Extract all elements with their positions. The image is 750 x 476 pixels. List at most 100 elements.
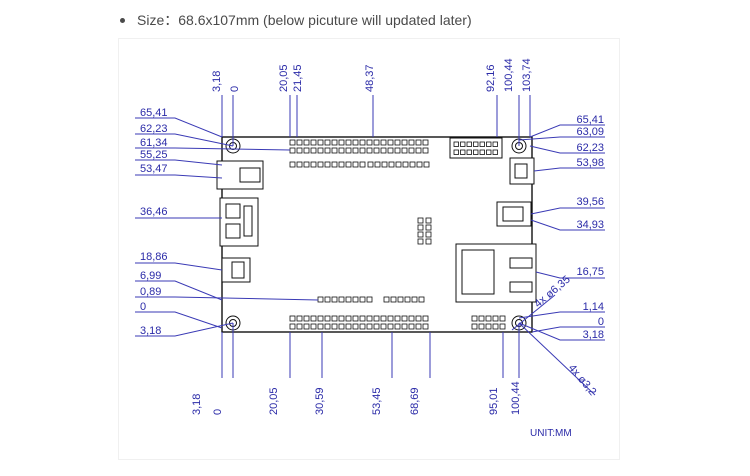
drawing-frame — [118, 38, 620, 460]
left-dimension-label: 0 — [140, 301, 146, 313]
bottom-dimension-label: 20,05 — [268, 387, 280, 415]
header-pin — [466, 141, 472, 147]
header-pin — [366, 323, 373, 330]
bottom-dimension-label: 30,59 — [314, 387, 326, 415]
header-pin — [359, 161, 366, 168]
header-pin — [380, 147, 387, 154]
header-pin — [289, 315, 296, 322]
header-pin — [317, 296, 324, 303]
header-pin — [296, 147, 303, 154]
right-dimension-label: 0 — [598, 316, 604, 328]
top-dimension-label: 20,05 — [278, 64, 290, 92]
right-dimension-label: 53,98 — [576, 157, 604, 169]
header-pin — [310, 323, 317, 330]
header-pin — [296, 315, 303, 322]
header-top-single-a — [289, 161, 366, 168]
header-pin — [471, 323, 478, 330]
header-pin — [352, 147, 359, 154]
header-pin — [352, 315, 359, 322]
header-pin — [479, 149, 485, 155]
bottom-dimension-label: 3,18 — [191, 394, 203, 415]
header-pin — [331, 323, 338, 330]
right-dimension-label: 3,18 — [583, 329, 604, 341]
left-dimension-label: 0,89 — [140, 286, 161, 298]
header-pin — [425, 231, 432, 238]
header-pin — [394, 323, 401, 330]
header-pin — [338, 315, 345, 322]
header-pin — [499, 315, 506, 322]
header-pin — [415, 147, 422, 154]
header-pin — [310, 161, 317, 168]
header-pin — [422, 147, 429, 154]
header-pin — [388, 161, 395, 168]
header-pin — [387, 315, 394, 322]
header-pin — [303, 315, 310, 322]
top-dimension-label: 21,45 — [292, 64, 304, 92]
header-pin — [310, 139, 317, 146]
size-separator: ： — [164, 12, 179, 28]
bottom-header-2x20 — [289, 315, 429, 330]
header-pin — [296, 139, 303, 146]
header-pin — [303, 323, 310, 330]
audio-jack — [216, 160, 264, 190]
header-pin — [373, 323, 380, 330]
header-pin — [359, 315, 366, 322]
header-pin — [492, 149, 498, 155]
top-dimension-label: 3,18 — [211, 71, 223, 92]
header-pin — [338, 139, 345, 146]
right-connector-mid — [496, 201, 532, 227]
header-pin — [471, 315, 478, 322]
right-dimension-label: 65,41 — [576, 114, 604, 126]
header-pin — [394, 139, 401, 146]
header-pin — [479, 141, 485, 147]
header-pin — [331, 147, 338, 154]
header-pin — [417, 224, 424, 231]
right-dimension-label: 1,14 — [583, 301, 604, 313]
header-pin — [345, 323, 352, 330]
header-pin — [317, 323, 324, 330]
bottom-header-single-b — [383, 296, 425, 303]
header-top-single-b — [367, 161, 430, 168]
hole-callout-large: 4x ø6,35 — [532, 274, 573, 311]
header-pin — [338, 161, 345, 168]
header-pin — [345, 139, 352, 146]
header-pin — [460, 149, 466, 155]
header-pin — [408, 315, 415, 322]
center-header — [417, 217, 432, 245]
header-pin — [417, 238, 424, 245]
header-pin — [486, 149, 492, 155]
header-pin — [338, 323, 345, 330]
header-pin — [366, 139, 373, 146]
bullet-icon — [120, 17, 125, 23]
micro-usb-connector — [221, 257, 251, 283]
header-pin — [425, 224, 432, 231]
header-pin — [492, 323, 499, 330]
header-pin — [478, 315, 485, 322]
header-pin — [401, 323, 408, 330]
header-top-2x20 — [289, 139, 429, 154]
header-pin — [345, 147, 352, 154]
header-pin — [417, 217, 424, 224]
header-pin — [296, 161, 303, 168]
left-dimension-label: 55,25 — [140, 149, 168, 161]
header-pin — [310, 147, 317, 154]
header-pin — [352, 161, 359, 168]
header-pin — [317, 147, 324, 154]
header-pin — [359, 147, 366, 154]
left-dimension-labels: 65,4162,2361,3455,2553,4736,4618,866,990… — [140, 107, 168, 337]
header-pin — [324, 315, 331, 322]
header-pin — [423, 161, 430, 168]
bottom-dimension-label: 53,45 — [371, 387, 383, 415]
header-pin — [381, 161, 388, 168]
header-pin — [366, 147, 373, 154]
size-text: 68.6x107mm (below picuture will updated … — [178, 12, 472, 28]
header-pin — [289, 161, 296, 168]
header-pin — [374, 161, 381, 168]
top-dimension-label: 0 — [229, 86, 241, 92]
header-pin — [289, 139, 296, 146]
left-leader-lines — [135, 117, 319, 337]
header-pin — [380, 315, 387, 322]
header-pin — [352, 296, 359, 303]
header-pin — [415, 315, 422, 322]
header-pin — [317, 315, 324, 322]
